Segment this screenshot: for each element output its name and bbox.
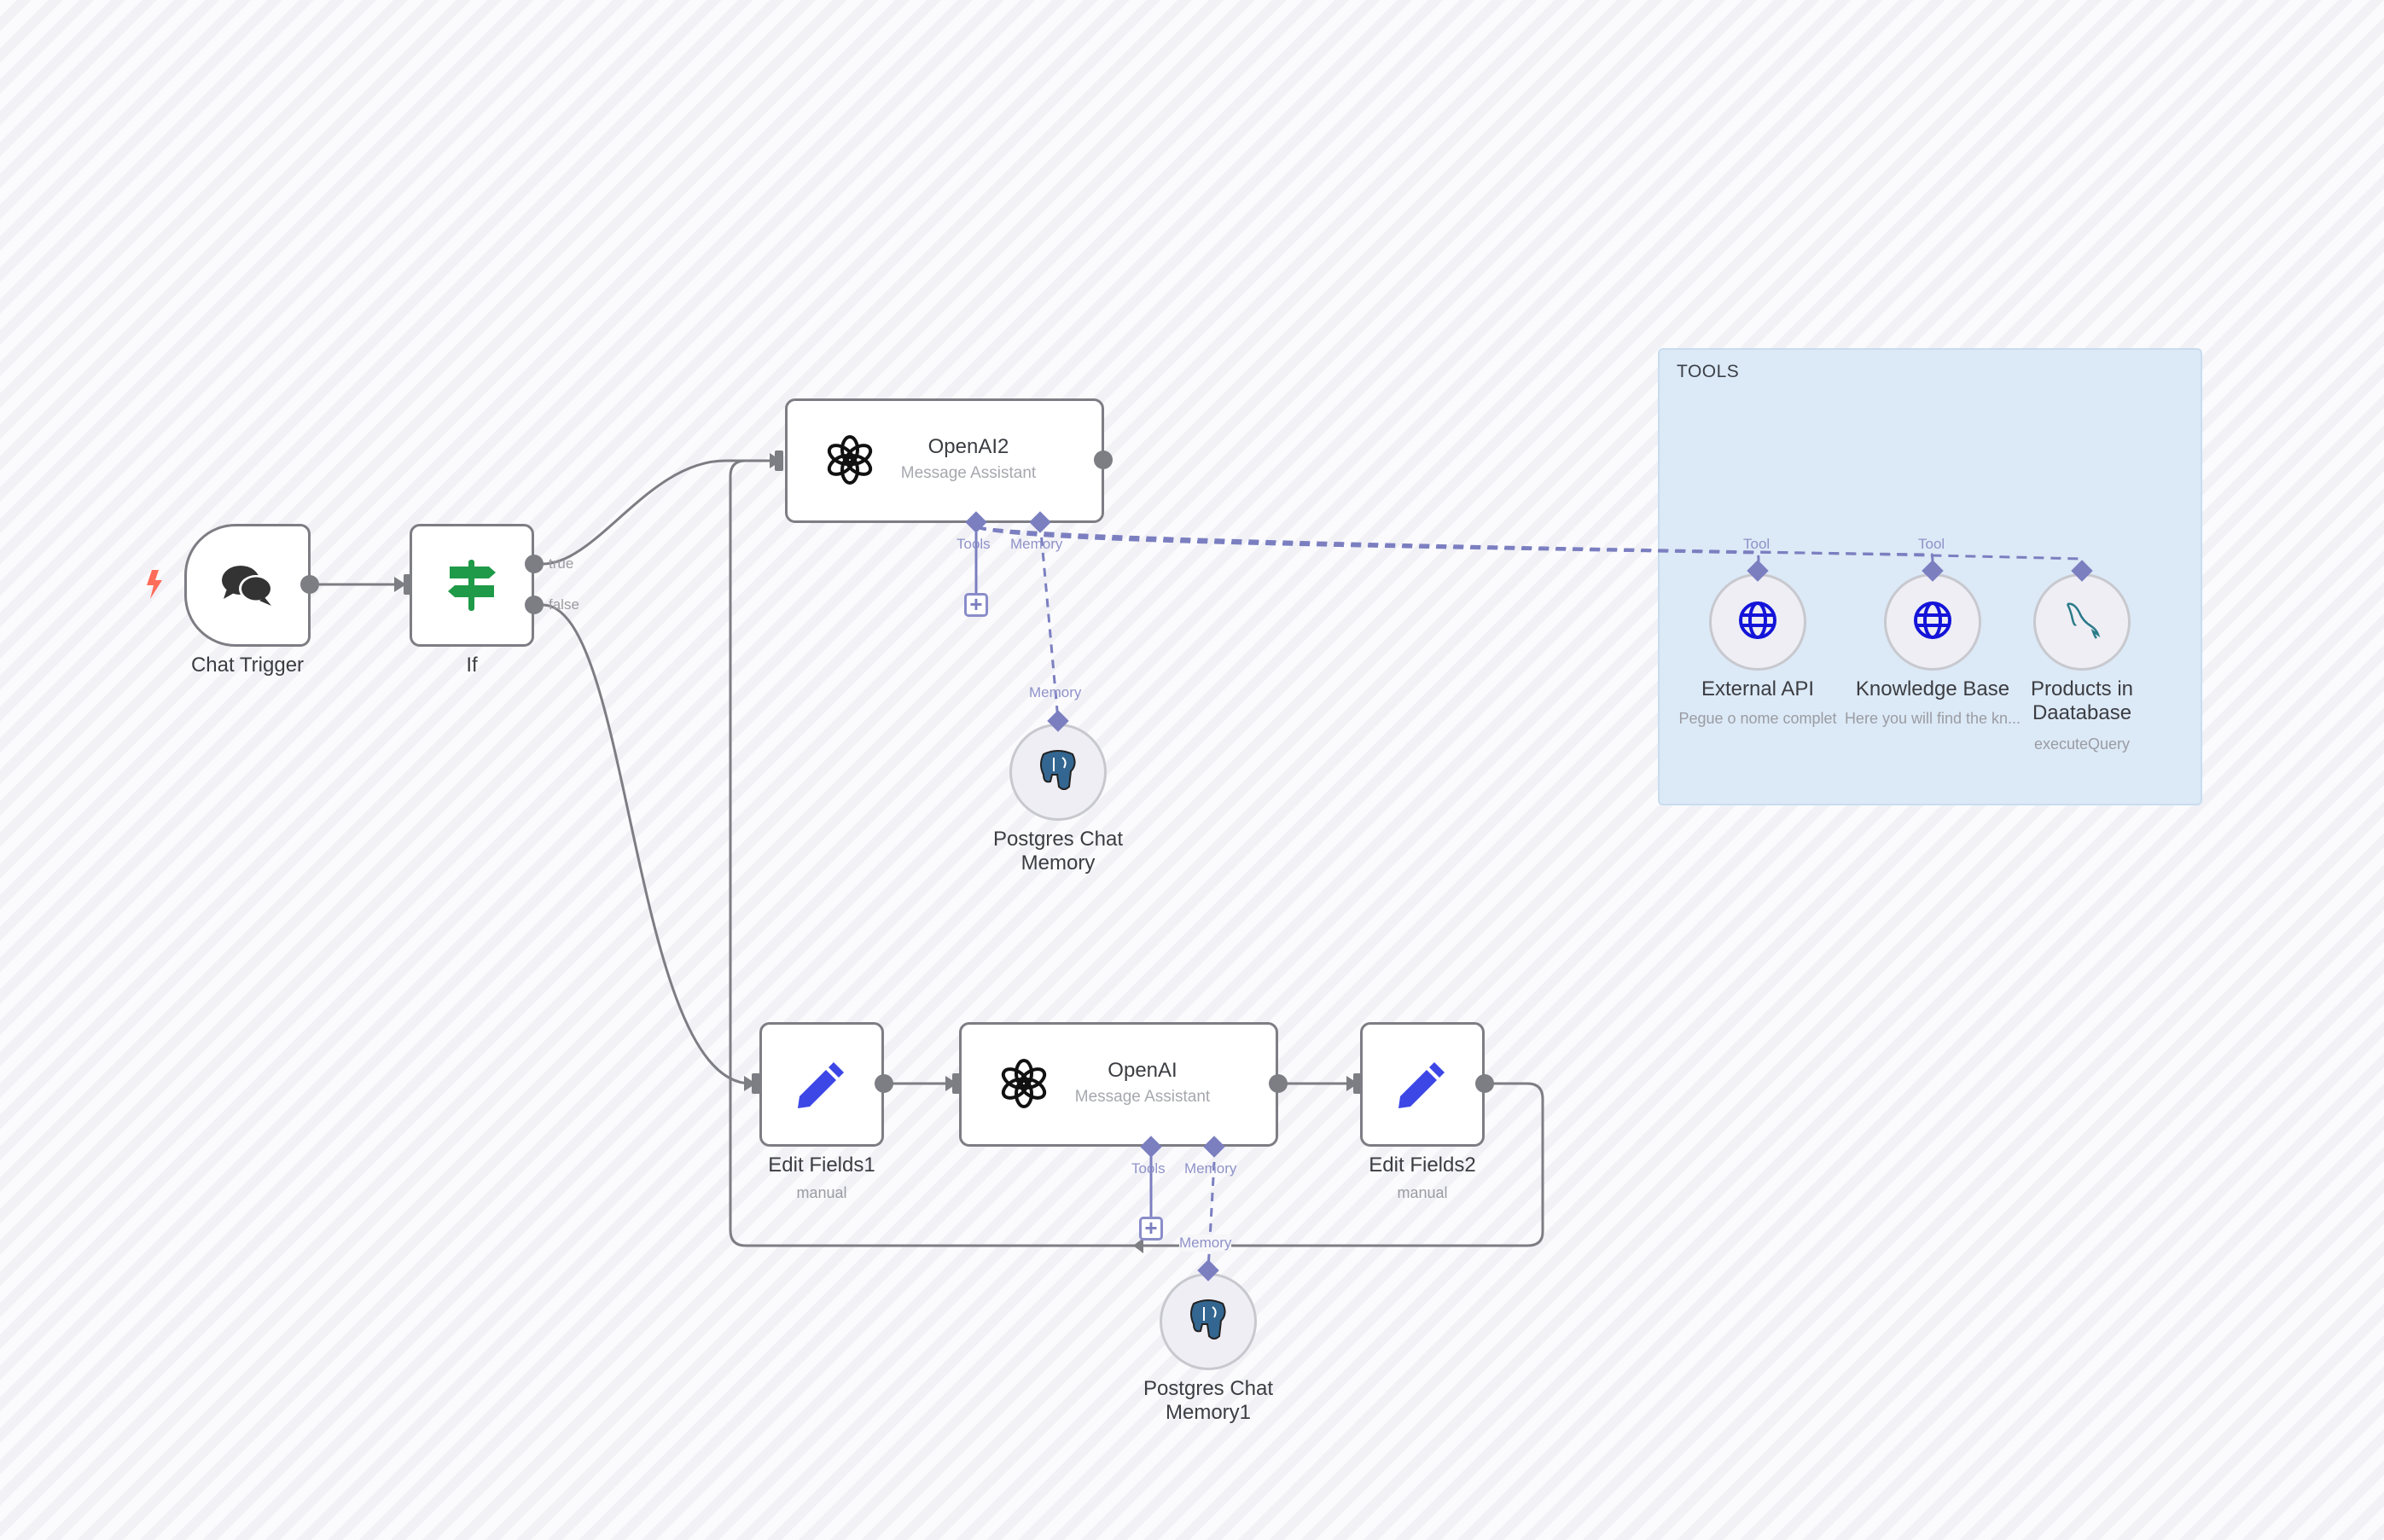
output-port[interactable] <box>1269 1074 1288 1093</box>
input-port[interactable] <box>752 1073 760 1094</box>
output-port[interactable] <box>1094 450 1113 469</box>
node-title: OpenAI <box>1108 1059 1177 1082</box>
node-subtitle: Message Assistant <box>1074 1088 1211 1106</box>
openai-logo-icon <box>996 1055 1052 1112</box>
node-edit-fields1[interactable] <box>759 1022 884 1147</box>
mysql-dolphin-icon <box>2062 601 2102 644</box>
node-label: Postgres Chat Memory <box>947 828 1169 875</box>
input-port[interactable] <box>952 1073 961 1094</box>
tool-port-label: Tool <box>1918 536 1945 552</box>
memory-port-label: Memory <box>1010 536 1063 552</box>
node-external-api[interactable] <box>1709 573 1806 671</box>
globe-icon <box>1913 601 1952 644</box>
output-port-true[interactable] <box>525 555 544 573</box>
chat-bubbles-icon <box>187 526 308 644</box>
add-tool-button[interactable]: + <box>1139 1217 1163 1241</box>
node-label: External API <box>1701 677 1815 700</box>
node-subtitle: Here you will find the kn... <box>1844 710 2021 727</box>
output-port[interactable] <box>1475 1074 1494 1093</box>
node-label: Products in Daatabase <box>1971 677 2193 725</box>
node-label-line1: Postgres Chat <box>992 828 1124 851</box>
node-subtitle: Pegue o nome complet <box>1678 710 1837 727</box>
node-if[interactable] <box>410 524 534 647</box>
globe-icon <box>1738 601 1777 644</box>
output-port[interactable] <box>300 575 319 594</box>
signpost-icon <box>412 526 532 644</box>
tools-port-label: Tools <box>957 536 991 552</box>
input-port[interactable] <box>404 574 412 595</box>
sticky-note-title: TOOLS <box>1677 362 1740 381</box>
node-title: OpenAI2 <box>927 435 1009 458</box>
memory-port-label: Memory <box>1184 1160 1237 1177</box>
input-port[interactable] <box>1353 1073 1362 1094</box>
node-openai[interactable]: OpenAI Message Assistant <box>959 1022 1278 1147</box>
node-subtitle: manual <box>1397 1184 1448 1201</box>
node-label-line2: Memory <box>1020 851 1096 875</box>
node-openai2[interactable]: OpenAI2 Message Assistant <box>785 398 1104 523</box>
node-label: Postgres Chat Memory1 <box>1097 1377 1319 1425</box>
tool-port-label: Tool <box>1743 536 1771 552</box>
node-label-line1: Postgres Chat <box>1143 1377 1274 1400</box>
memory-port-label: Memory <box>1029 684 1082 700</box>
node-knowledge-base[interactable] <box>1884 573 1981 671</box>
postgres-elephant-icon <box>1038 749 1078 796</box>
pencil-icon <box>762 1025 881 1144</box>
output-port-false[interactable] <box>525 596 544 614</box>
node-subtitle: executeQuery <box>2033 735 2131 753</box>
tools-port-label: Tools <box>1131 1160 1166 1177</box>
add-tool-button[interactable]: + <box>964 593 988 617</box>
memory-port-label: Memory <box>1179 1235 1232 1252</box>
node-label-line2: Memory1 <box>1165 1401 1252 1424</box>
node-label: Edit Fields2 <box>1369 1154 1476 1177</box>
node-postgres-chat-memory[interactable] <box>1009 724 1107 821</box>
node-label: Knowledge Base <box>1855 677 2010 700</box>
node-edit-fields2[interactable] <box>1360 1022 1485 1147</box>
node-chat-trigger[interactable] <box>184 524 311 647</box>
input-port[interactable] <box>775 450 783 471</box>
node-subtitle: Message Assistant <box>900 464 1037 482</box>
output-label-true: true <box>549 555 574 572</box>
node-label: Chat Trigger <box>190 654 305 677</box>
output-label-false: false <box>549 596 579 613</box>
openai-logo-icon <box>822 432 878 488</box>
postgres-elephant-icon <box>1189 1299 1228 1345</box>
node-products-in-database[interactable] <box>2033 573 2131 671</box>
node-postgres-chat-memory1[interactable] <box>1160 1273 1257 1370</box>
output-port[interactable] <box>875 1074 893 1093</box>
connection-openai2-tool-external-api <box>975 526 1760 571</box>
node-label: Edit Fields1 <box>768 1154 875 1177</box>
pencil-icon <box>1363 1025 1482 1144</box>
node-label-line2: Daatabase <box>2032 701 2132 724</box>
node-label: If <box>466 654 478 677</box>
node-label-line1: Products in <box>2030 677 2134 700</box>
connection-if-true-to-openai2 <box>542 459 778 566</box>
node-subtitle: manual <box>796 1184 847 1201</box>
lightning-bolt-icon <box>147 570 162 599</box>
